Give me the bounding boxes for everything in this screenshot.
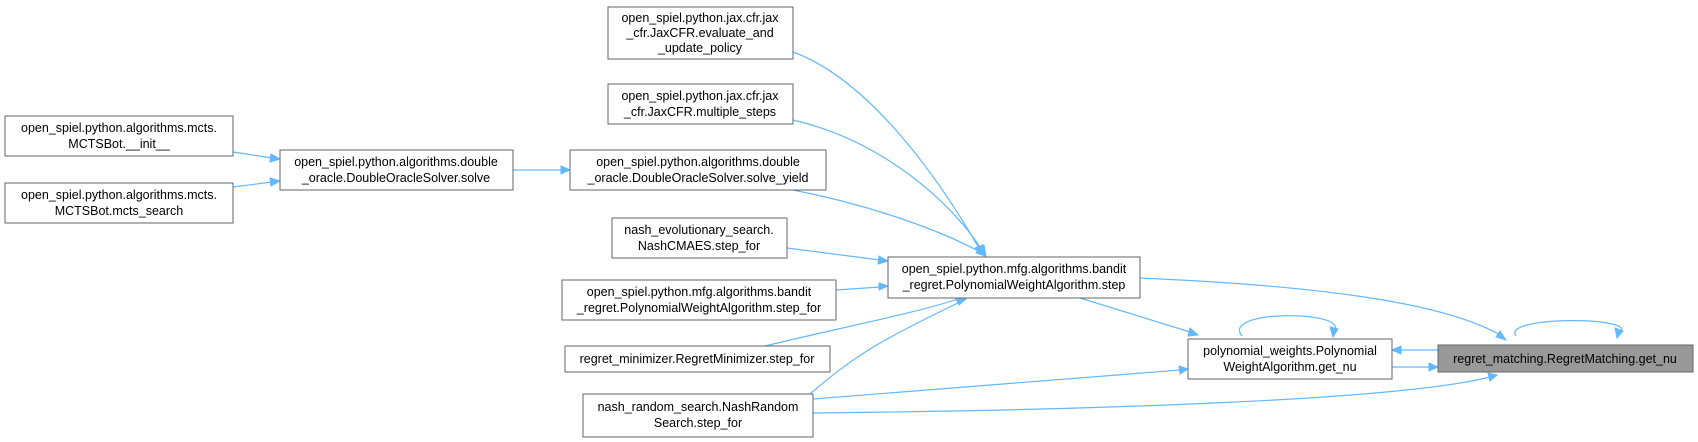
edge-solve-to-yield [513, 165, 572, 175]
node-label-line: open_spiel.python.jax.cfr.jax [621, 11, 779, 25]
node-label-line: Search.step_for [654, 416, 742, 430]
edge-bandit-stepfor-to-step [835, 282, 890, 291]
node-jax-multiple-steps[interactable]: open_spiel.python.jax.cfr.jax _cfr.JaxCF… [607, 83, 794, 125]
node-nash-random-step-for[interactable]: nash_random_search.NashRandom Search.ste… [582, 393, 814, 438]
node-label-line: WeightAlgorithm.get_nu [1223, 360, 1356, 374]
node-mcts-search[interactable]: open_spiel.python.algorithms.mcts. MCTSB… [4, 182, 234, 224]
node-label-line: regret_matching.RegretMatching.get_nu [1453, 352, 1677, 366]
node-label-line: open_spiel.python.mfg.algorithms.bandit [902, 262, 1127, 276]
node-label-line: open_spiel.python.algorithms.double [294, 155, 498, 169]
node-nash-cmaes-step-for[interactable]: nash_evolutionary_search. NashCMAES.step… [611, 217, 788, 259]
edge-rm-self-loop [1514, 320, 1624, 340]
node-label-line: _regret.PolynomialWeightAlgorithm.step_f… [576, 301, 821, 315]
node-bandit-step-for[interactable]: open_spiel.python.mfg.algorithms.bandit … [561, 279, 837, 321]
node-label-line: _oracle.DoubleOracleSolver.solve [301, 171, 490, 185]
node-label-line: open_spiel.python.algorithms.double [596, 155, 800, 169]
node-label-line: open_spiel.python.jax.cfr.jax [621, 89, 779, 103]
node-label-line: nash_random_search.NashRandom [598, 400, 799, 414]
node-regret-matching-get-nu[interactable]: regret_matching.RegretMatching.get_nu [1437, 344, 1694, 373]
edge-mcts-init-to-solve [232, 151, 282, 163]
node-label-line: _oracle.DoubleOracleSolver.solve_yield [587, 171, 809, 185]
node-regret-minimizer-step-for[interactable]: regret_minimizer.RegretMinimizer.step_fo… [564, 345, 831, 373]
node-label-line: MCTSBot.mcts_search [55, 204, 184, 218]
node-double-oracle-solve[interactable]: open_spiel.python.algorithms.double _ora… [279, 149, 514, 191]
node-label-line: regret_minimizer.RegretMinimizer.step_fo… [580, 352, 815, 366]
edge-nash-random-to-poly [812, 365, 1190, 400]
edge-nash-random-to-rm [812, 372, 1499, 414]
node-label-line: _cfr.JaxCFR.evaluate_and [625, 26, 773, 40]
node-label-line: nash_evolutionary_search. [624, 223, 773, 237]
edge-do-yield-to-step [792, 189, 988, 257]
node-label-line: _update_policy [657, 41, 743, 55]
edge-rm-to-poly [1390, 345, 1438, 355]
node-label-line: open_spiel.python.mfg.algorithms.bandit [587, 285, 812, 299]
edge-nash-evo-to-step [786, 247, 890, 265]
node-bandit-step[interactable]: open_spiel.python.mfg.algorithms.bandit … [887, 256, 1141, 299]
edge-mcts-search-to-solve [232, 177, 282, 188]
node-label-line: polynomial_weights.Polynomial [1203, 344, 1377, 358]
node-jax-evaluate-and-update-policy[interactable]: open_spiel.python.jax.cfr.jax _cfr.JaxCF… [607, 6, 794, 60]
edge-poly-self-loop [1238, 315, 1339, 339]
edge-step-to-rm-getnu [1139, 277, 1508, 341]
node-label-line: open_spiel.python.algorithms.mcts. [21, 121, 217, 135]
node-label-line: MCTSBot.__init__ [68, 137, 170, 151]
node-label-line: _cfr.JaxCFR.multiple_steps [623, 105, 776, 119]
node-label-line: NashCMAES.step_for [638, 239, 760, 253]
node-label-line: _regret.PolynomialWeightAlgorithm.step [902, 278, 1126, 292]
node-label-line: open_spiel.python.algorithms.mcts. [21, 188, 217, 202]
node-double-oracle-solve-yield[interactable]: open_spiel.python.algorithms.double _ora… [569, 149, 827, 191]
edge-nash-random-to-step [809, 298, 968, 395]
edge-poly-to-rm [1392, 362, 1440, 372]
edge-step-to-poly-getnu [1079, 297, 1200, 337]
node-mcts-init[interactable]: open_spiel.python.algorithms.mcts. MCTSB… [4, 115, 234, 157]
node-polynomial-weights-get-nu[interactable]: polynomial_weights.Polynomial WeightAlgo… [1187, 338, 1393, 380]
